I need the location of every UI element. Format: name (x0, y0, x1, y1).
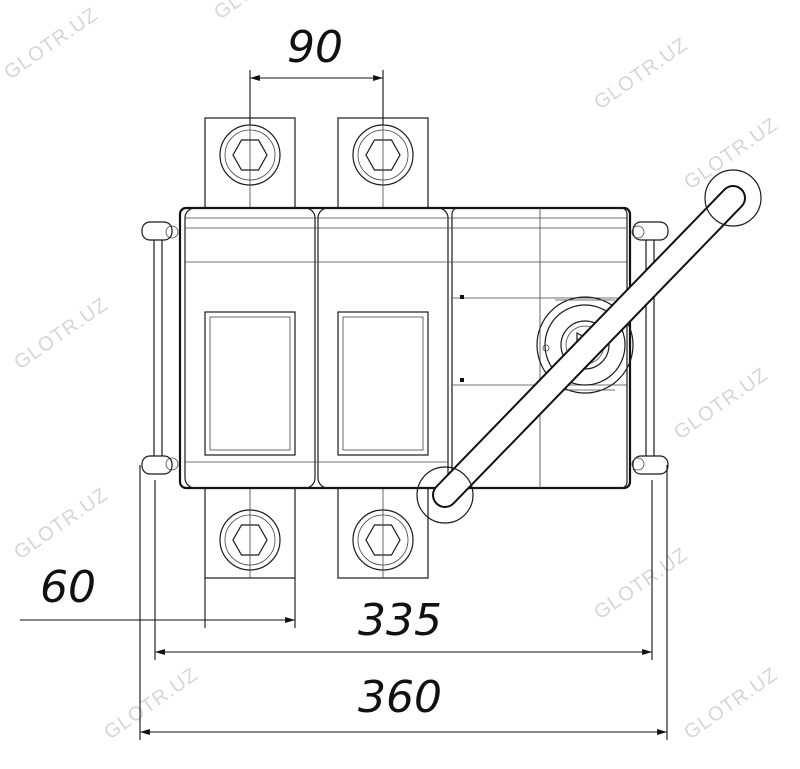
dimension-label-335: 335 (358, 595, 442, 646)
dimension-label-360: 360 (358, 672, 442, 723)
watermark-5: GLOTR.UZ (10, 293, 112, 374)
dimension-label-60: 60 (40, 562, 96, 613)
watermark-7: GLOTR.UZ (10, 483, 112, 564)
dimension-overall-width: 360 (139, 465, 668, 740)
watermark-1: GLOTR.UZ (0, 3, 102, 84)
watermark-2: GLOTR.UZ (210, 0, 312, 24)
top-terminal-left (204, 117, 296, 209)
bottom-terminal-left (204, 487, 296, 579)
dimension-terminal-width: 60 (20, 562, 296, 628)
top-terminal-right (337, 117, 429, 209)
watermark-6: GLOTR.UZ (670, 363, 772, 444)
switch-body (178, 206, 632, 490)
bottom-terminal-right (337, 487, 429, 579)
watermark-3: GLOTR.UZ (590, 33, 692, 114)
operating-handle (416, 169, 762, 524)
watermark-4: GLOTR.UZ (680, 113, 782, 194)
watermark-10: GLOTR.UZ (680, 663, 782, 744)
watermark-8: GLOTR.UZ (590, 543, 692, 624)
dimension-terminal-pitch: 90 (249, 22, 384, 125)
dimension-label-90: 90 (287, 22, 343, 73)
dimension-mounting-width: 335 (154, 480, 653, 660)
